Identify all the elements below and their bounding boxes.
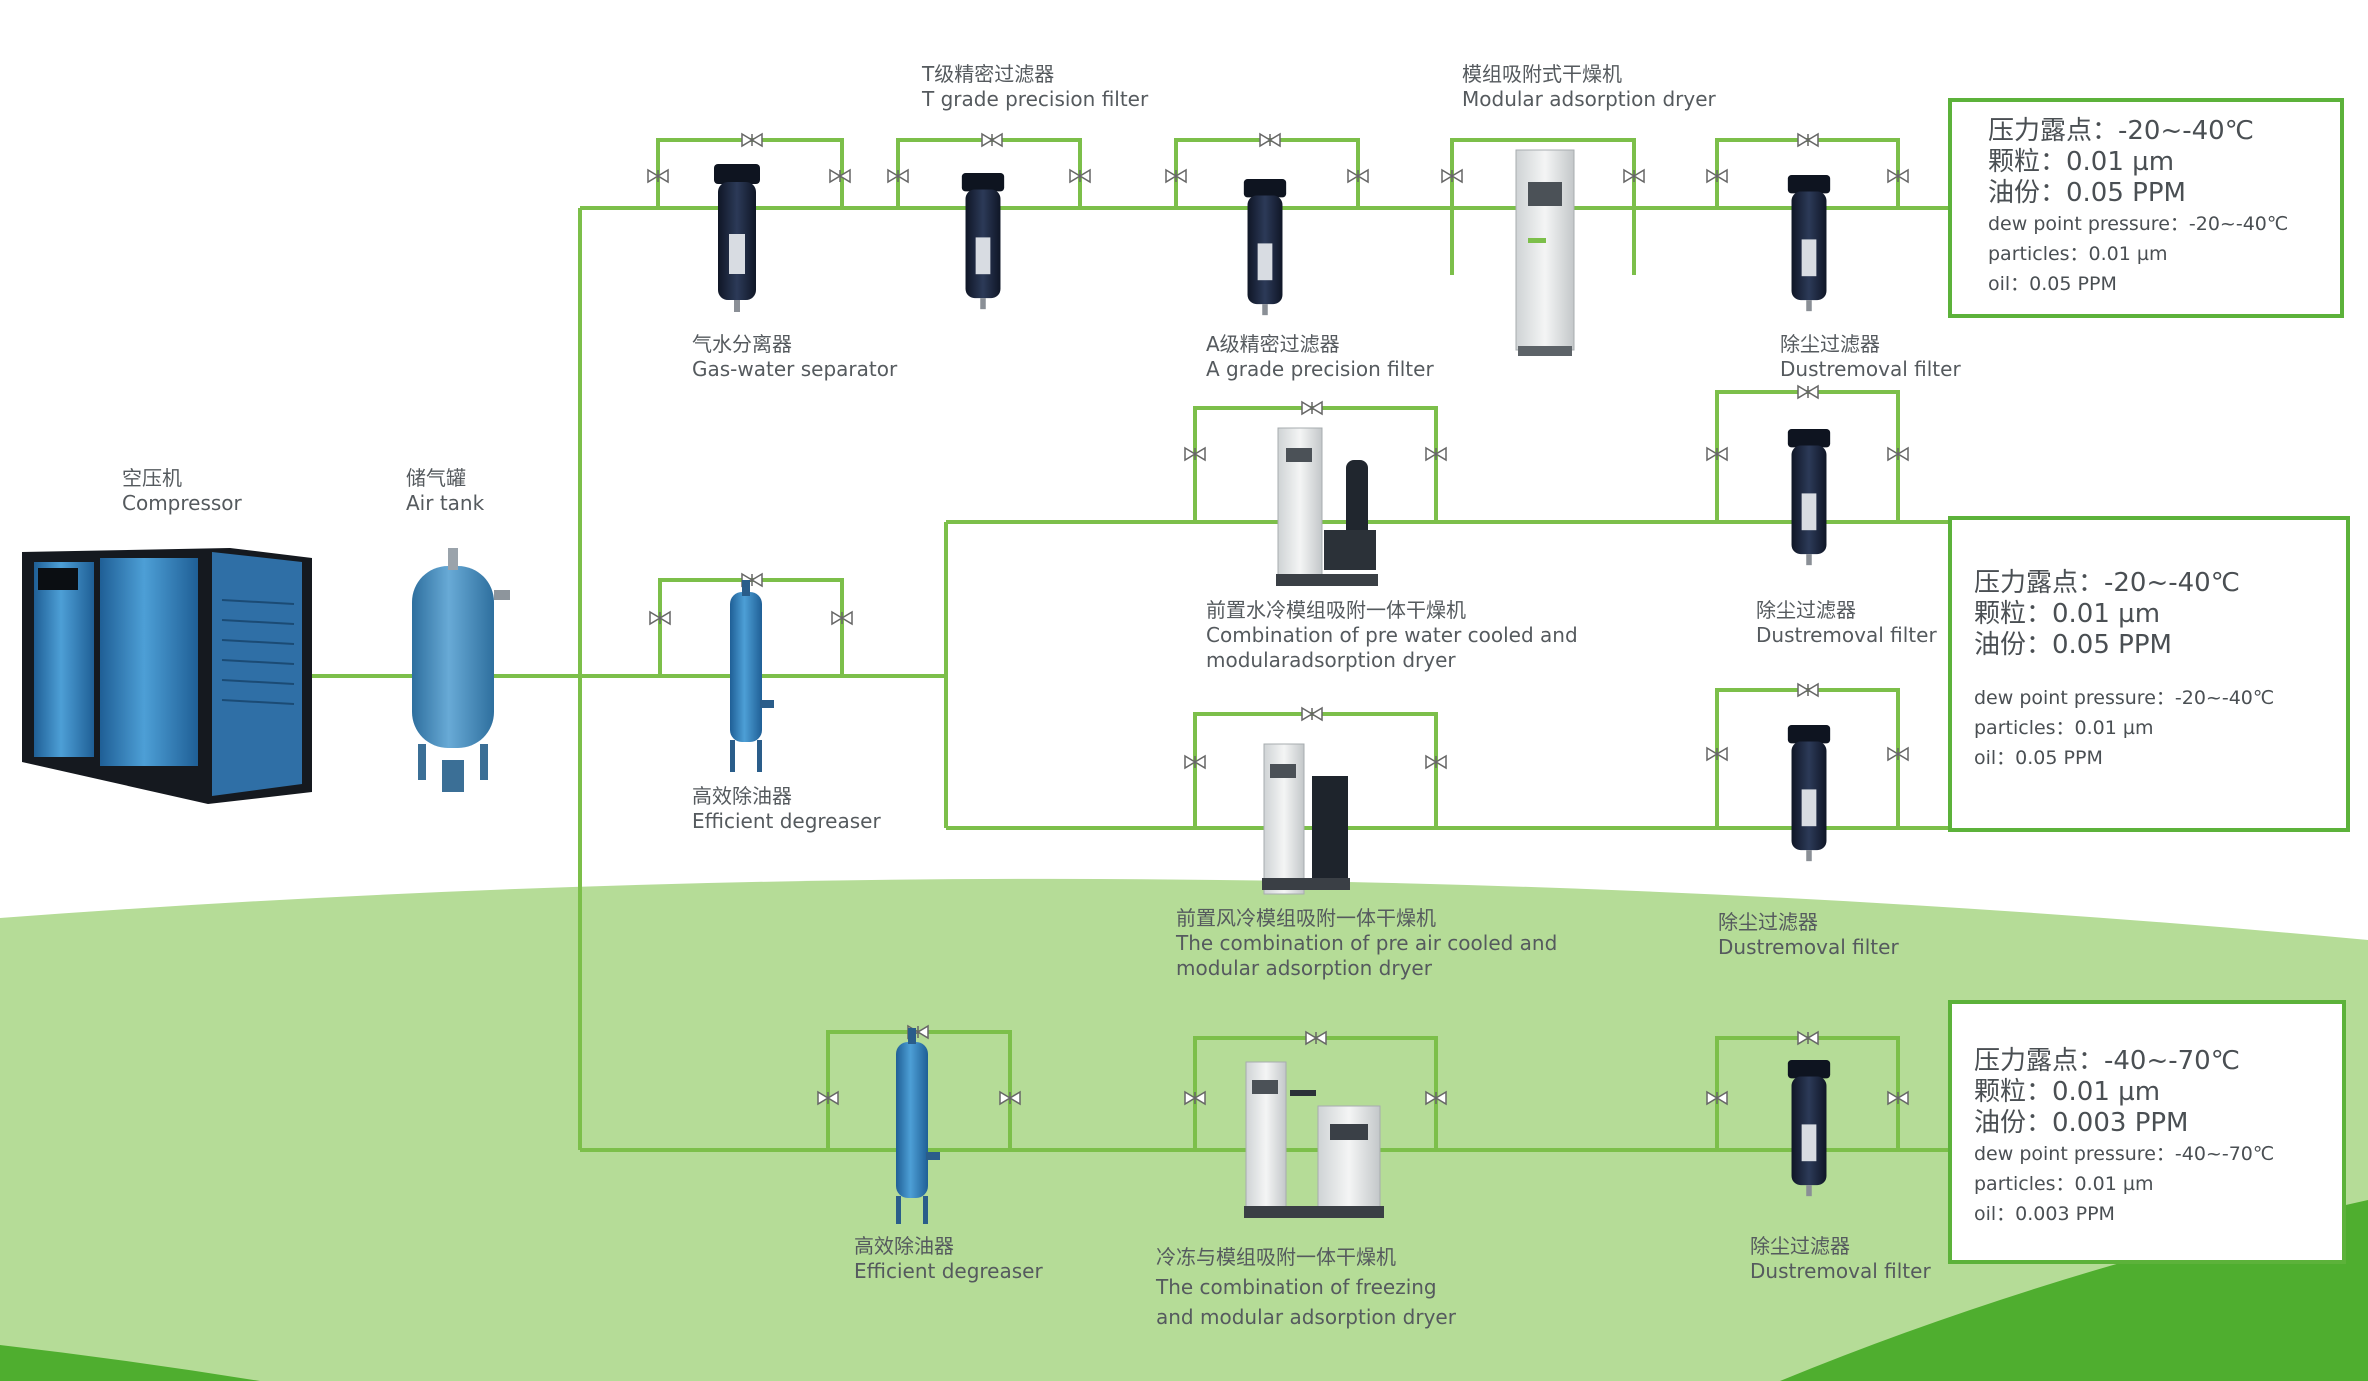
air-tank-icon xyxy=(412,548,510,792)
label-dust-filter-1: 除尘过滤器 Dustremoval filter xyxy=(1780,332,1961,381)
modular-dryer-icon xyxy=(1515,149,1575,356)
dust-filter-4-icon xyxy=(1787,1060,1831,1197)
spec-box-line3: 压力露点：-40~-70℃ 颗粒：0.01 µm 油份：0.003 PPM de… xyxy=(1948,1000,2346,1264)
label-compressor: 空压机 Compressor xyxy=(122,466,242,515)
t-filter-icon xyxy=(961,173,1005,310)
label-dust-filter-4: 除尘过滤器 Dustremoval filter xyxy=(1750,1234,1931,1283)
label-degreaser-bottom: 高效除油器 Efficient degreaser xyxy=(854,1234,1043,1283)
label-air-tank: 储气罐 Air tank xyxy=(406,466,485,515)
label-modular-dryer: 模组吸附式干燥机 Modular adsorption dryer xyxy=(1462,62,1716,111)
air-cooled-dryer-icon xyxy=(1262,743,1350,895)
a-filter-icon xyxy=(1243,179,1287,316)
degreaser-bottom-icon xyxy=(896,1028,940,1224)
compressor-icon xyxy=(22,548,312,804)
label-dust-filter-2: 除尘过滤器 Dustremoval filter xyxy=(1756,598,1937,647)
degreaser-mid-icon xyxy=(730,580,774,772)
background-hill xyxy=(0,878,2368,1381)
dust-filter-1-icon xyxy=(1787,175,1831,312)
label-t-filter: T级精密过滤器 T grade precision filter xyxy=(922,62,1149,111)
dust-filter-3-icon xyxy=(1787,725,1831,862)
spec-box-line2: 压力露点：-20~-40℃ 颗粒：0.01 µm 油份：0.05 PPM dew… xyxy=(1948,516,2350,832)
label-water-cooled-dryer: 前置水冷模组吸附一体干燥机 Combination of pre water c… xyxy=(1206,598,1578,672)
label-degreaser-mid: 高效除油器 Efficient degreaser xyxy=(692,784,881,833)
background-left-corner xyxy=(0,1345,260,1381)
gas-water-separator-icon xyxy=(714,164,760,312)
label-a-filter: A级精密过滤器 A grade precision filter xyxy=(1206,332,1434,381)
freezing-dryer-icon xyxy=(1244,1061,1384,1218)
label-air-cooled-dryer: 前置风冷模组吸附一体干燥机 The combination of pre air… xyxy=(1176,906,1558,980)
spec-box-line1: 压力露点：-20~-40℃ 颗粒：0.01 µm 油份：0.05 PPM dew… xyxy=(1948,98,2344,318)
water-cooled-dryer-icon xyxy=(1276,427,1378,586)
label-freezing-dryer: 冷冻与模组吸附一体干燥机 The combination of freezing… xyxy=(1156,1245,1456,1329)
label-dust-filter-3: 除尘过滤器 Dustremoval filter xyxy=(1718,910,1899,959)
label-gas-water-separator: 气水分离器 Gas-water separator xyxy=(692,332,898,381)
dust-filter-2-icon xyxy=(1787,429,1831,566)
